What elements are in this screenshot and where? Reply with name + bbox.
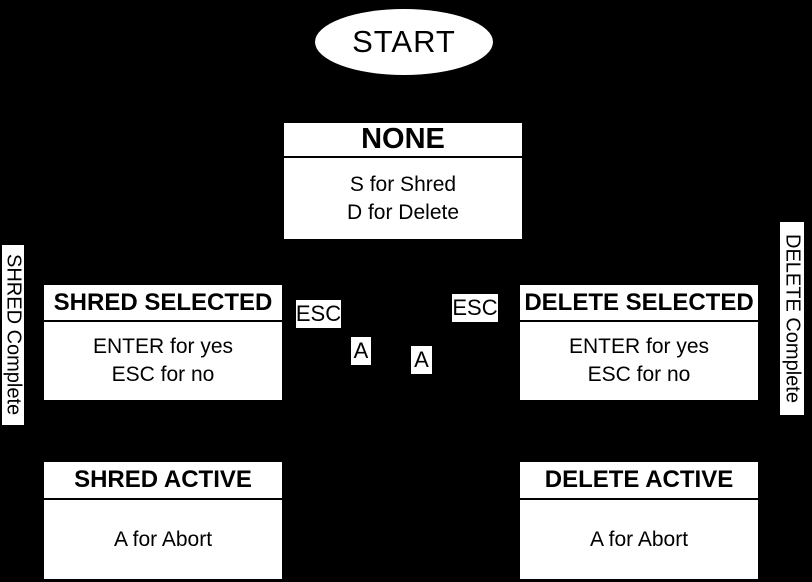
esc-edge-label-right: ESC [452,294,498,322]
delete-active-node: DELETE ACTIVE A for Abort [520,462,758,579]
delete-selected-title: DELETE SELECTED [520,285,758,322]
abort-edge-label-right: A [411,346,432,374]
shred-complete-edge-label: SHRED Complete [2,245,25,425]
delete-active-title: DELETE ACTIVE [520,462,758,500]
delete-active-body: A for Abort [520,500,758,579]
none-node-body: S for Shred D for Delete [284,158,522,239]
node-body-line: A for Abort [589,527,689,551]
shred-active-node: SHRED ACTIVE A for Abort [44,462,282,579]
node-body-line: ENTER for yes [568,335,710,358]
delete-selected-node: DELETE SELECTED ENTER for yes ESC for no [520,285,758,400]
shred-active-title: SHRED ACTIVE [44,462,282,500]
none-node: NONE S for Shred D for Delete [284,123,522,239]
node-body-line: ENTER for yes [92,335,234,358]
abort-edge-label-left: A [351,337,371,365]
node-body-line: A for Abort [113,527,213,551]
node-body-line: D for Delete [346,200,460,224]
shred-selected-title: SHRED SELECTED [44,285,282,322]
delete-complete-edge-label: DELETE Complete [780,222,804,415]
node-body-line: S for Shred [349,172,457,196]
start-node-label: START [352,24,456,59]
start-node: START [315,9,493,75]
shred-selected-node: SHRED SELECTED ENTER for yes ESC for no [44,285,282,400]
delete-selected-body: ENTER for yes ESC for no [520,322,758,400]
shred-selected-body: ENTER for yes ESC for no [44,322,282,400]
shred-active-body: A for Abort [44,500,282,579]
node-body-line: ESC for no [111,363,215,386]
node-body-line: ESC for no [587,363,691,386]
none-node-title: NONE [284,123,522,158]
esc-edge-label-left: ESC [295,300,342,328]
